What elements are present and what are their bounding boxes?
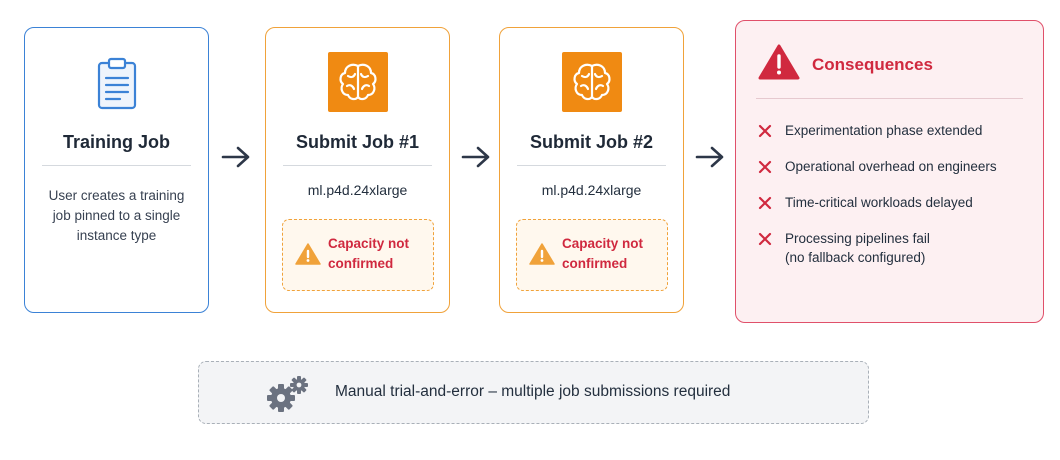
submit-job-1-title: Submit Job #1 xyxy=(295,132,420,152)
banner-text: Manual trial-and-error – multiple job su… xyxy=(335,383,731,400)
training-job-title: Training Job xyxy=(62,132,170,152)
consequences-title: Consequences xyxy=(812,55,933,74)
warning-icon xyxy=(529,243,555,265)
capacity-alert: Capacity not confirmed xyxy=(282,219,434,291)
manual-process-banner: Manual trial-and-error – multiple job su… xyxy=(198,361,869,424)
x-icon xyxy=(758,124,772,138)
list-item: Experimentation phase extended xyxy=(756,121,997,140)
warning-icon xyxy=(758,44,800,80)
arrow-right-icon xyxy=(221,146,250,168)
capacity-alert: Capacity not confirmed xyxy=(516,219,668,291)
submit-job-2-title: Submit Job #2 xyxy=(529,132,654,152)
list-item: Operational overhead on engineers xyxy=(756,157,997,176)
list-item: Processing pipelines fail (no fallback c… xyxy=(756,229,997,267)
instance-type: ml.p4d.24xlarge xyxy=(541,182,642,198)
submit-job-1-card: Submit Job #1 ml.p4d.24xlarge Capacity n… xyxy=(265,27,450,313)
capacity-alert-text: Capacity not confirmed xyxy=(562,236,644,271)
submit-job-2-card: Submit Job #2 ml.p4d.24xlarge Capacity n… xyxy=(499,27,684,313)
list-item: Time-critical workloads delayed xyxy=(756,193,997,212)
sagemaker-brain-icon xyxy=(328,52,388,112)
warning-icon xyxy=(295,243,321,265)
sagemaker-brain-icon xyxy=(562,52,622,112)
x-icon xyxy=(758,160,772,174)
divider xyxy=(42,165,191,166)
capacity-alert-text: Capacity not confirmed xyxy=(328,236,410,271)
arrow-right-icon xyxy=(461,146,490,168)
gears-icon xyxy=(267,376,308,412)
instance-type: ml.p4d.24xlarge xyxy=(307,182,408,198)
divider xyxy=(283,165,432,166)
consequences-card: Consequences Experimentation phase exten… xyxy=(735,20,1044,323)
divider xyxy=(756,98,1023,99)
arrow-right-icon xyxy=(695,146,724,168)
consequences-list: Experimentation phase extended Operation… xyxy=(756,121,997,284)
x-icon xyxy=(758,196,772,210)
clipboard-icon xyxy=(97,57,137,110)
training-job-card: Training Job User creates a training job… xyxy=(24,27,209,313)
training-job-description: User creates a training job pinned to a … xyxy=(48,188,185,243)
x-icon xyxy=(758,232,772,246)
divider xyxy=(517,165,666,166)
